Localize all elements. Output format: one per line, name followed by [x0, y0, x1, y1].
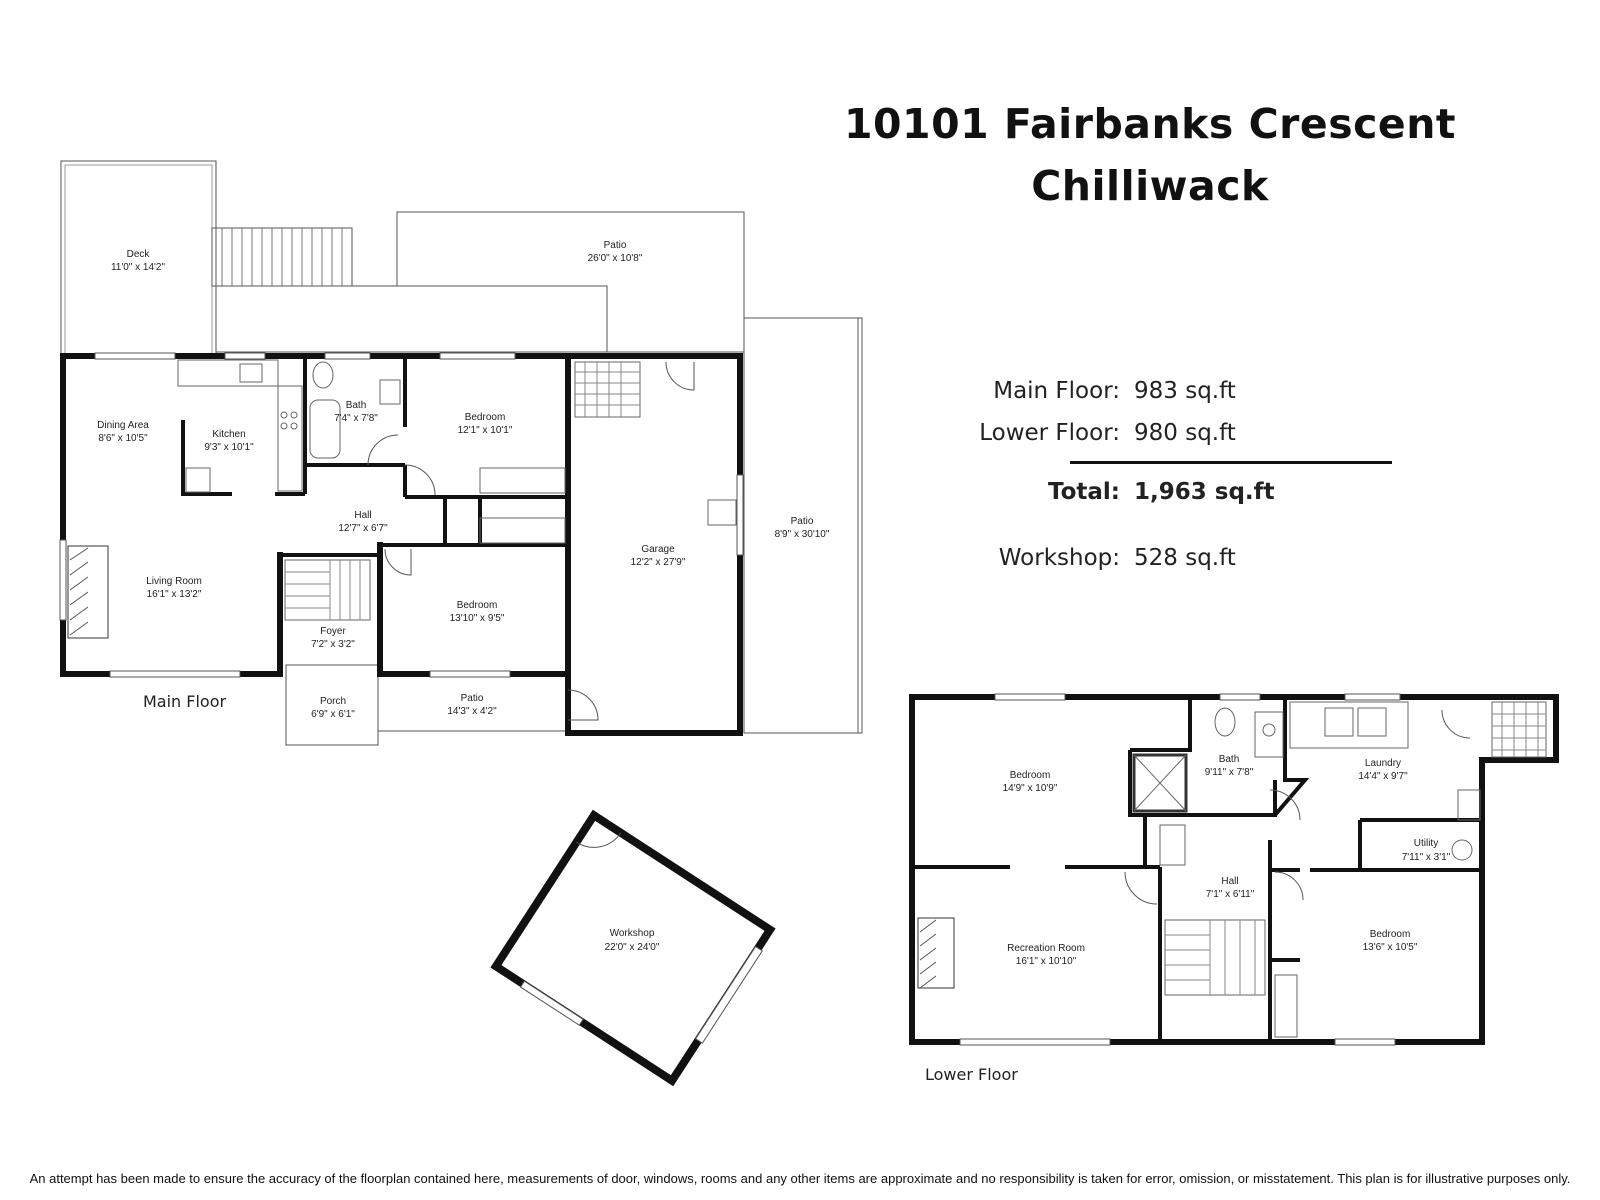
lower-floor-fixtures	[917, 701, 1547, 1038]
room-size: 12'1" x 10'1"	[458, 425, 513, 436]
room-size: 7'4" x 7'8"	[334, 413, 378, 424]
room-label: Bedroom	[1010, 770, 1051, 781]
property-address: 10101 Fairbanks Crescent	[843, 100, 1457, 148]
area-value: 1,963 sq.ft	[1134, 479, 1275, 505]
room-label: Living Room	[146, 576, 202, 587]
room-label: Utility	[1414, 838, 1438, 849]
room-label: Dining Area	[97, 420, 149, 431]
room-label: Kitchen	[212, 429, 245, 440]
rec-fireplace	[917, 917, 955, 989]
room-size: 16'1" x 10'10"	[1016, 956, 1077, 967]
lower-floor-windows	[959, 693, 1401, 1046]
room-size: 7'2" x 3'2"	[311, 639, 355, 650]
room-size: 12'2" x 27'9"	[631, 557, 686, 568]
room-label: Bedroom	[457, 600, 498, 611]
room-size: 13'10" x 9'5"	[450, 613, 505, 624]
room-label: Garage	[641, 544, 675, 555]
area-value: 983 sq.ft	[1134, 378, 1236, 404]
room-labels: Deck 11'0" x 14'2" Patio 26'0" x 10'8" P…	[97, 240, 1451, 967]
area-total: Total: 1,963 sq.ft	[860, 479, 1275, 505]
room-label: Workshop	[610, 928, 655, 939]
room-size: 13'6" x 10'5"	[1363, 942, 1418, 953]
main-floor-fixtures	[67, 359, 737, 721]
divider	[1070, 461, 1392, 464]
room-label: Bath	[346, 400, 367, 411]
lower-interior-stairs	[1164, 919, 1266, 996]
room-label: Patio	[461, 693, 484, 704]
room-label: Bedroom	[1370, 929, 1411, 940]
room-label: Hall	[354, 510, 371, 521]
workshop-walls	[490, 809, 776, 1087]
disclaimer: An attempt has been made to ensure the a…	[29, 1171, 1571, 1186]
garage-stairs	[574, 361, 641, 418]
room-size: 8'6" x 10'5"	[98, 433, 148, 444]
area-label: Total:	[1047, 479, 1120, 505]
room-size: 6'9" x 6'1"	[311, 709, 355, 720]
shower	[1132, 753, 1188, 813]
main-floor-label: Main Floor	[143, 692, 227, 711]
main-floor-interior-walls	[181, 356, 568, 557]
room-size: 16'1" x 13'2"	[147, 589, 202, 600]
room-label: Patio	[604, 240, 627, 251]
area-label: Workshop:	[998, 545, 1120, 571]
room-label: Hall	[1221, 876, 1238, 887]
room-size: 9'11" x 7'8"	[1205, 767, 1254, 778]
property-city: Chilliwack	[1031, 162, 1269, 210]
room-size: 26'0" x 10'8"	[588, 253, 643, 264]
room-size: 14'3" x 4'2"	[447, 706, 497, 717]
room-size: 7'1" x 6'11"	[1206, 889, 1255, 900]
main-stairs	[284, 559, 371, 621]
room-label: Laundry	[1365, 758, 1401, 769]
area-value: 528 sq.ft	[1134, 545, 1236, 571]
room-label: Bedroom	[465, 412, 506, 423]
main-floor-windows	[59, 352, 744, 678]
room-label: Recreation Room	[1007, 943, 1085, 954]
room-label: Deck	[127, 249, 151, 260]
room-label: Patio	[791, 516, 814, 527]
lower-exterior-stairs	[1491, 701, 1547, 758]
patio-top-outline	[215, 211, 745, 353]
area-label: Lower Floor:	[979, 420, 1120, 446]
room-size: 8'9" x 30'10"	[775, 529, 830, 540]
room-size: 14'4" x 9'7"	[1358, 771, 1408, 782]
lower-floor-interior-walls	[912, 697, 1482, 1042]
room-label: Porch	[320, 696, 346, 707]
room-size: 11'0" x 14'2"	[111, 262, 166, 273]
fireplace	[67, 545, 109, 639]
room-size: 22'0" x 24'0"	[605, 942, 660, 953]
room-label: Foyer	[320, 626, 346, 637]
area-label: Main Floor:	[993, 378, 1120, 404]
area-lower-floor: Lower Floor: 980 sq.ft	[860, 420, 1236, 446]
area-value: 980 sq.ft	[1134, 420, 1236, 446]
room-size: 7'11" x 3'1"	[1402, 852, 1451, 863]
room-label: Bath	[1219, 754, 1240, 765]
lower-floor-label: Lower Floor	[925, 1065, 1018, 1084]
room-size: 9'3" x 10'1"	[204, 442, 254, 453]
room-size: 14'9" x 10'9"	[1003, 783, 1058, 794]
area-workshop: Workshop: 528 sq.ft	[860, 545, 1236, 571]
room-size: 12'7" x 6'7"	[338, 523, 388, 534]
area-main-floor: Main Floor: 983 sq.ft	[860, 378, 1236, 404]
